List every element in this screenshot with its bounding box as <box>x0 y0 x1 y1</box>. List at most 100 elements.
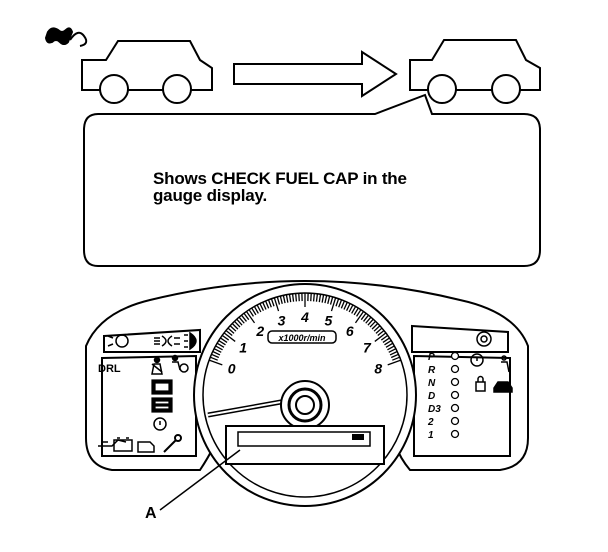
headlight-icon <box>107 334 129 348</box>
callout-line-1: Shows CHECK FUEL CAP in the <box>153 169 407 188</box>
gear-label: N <box>428 378 436 389</box>
tach-tick <box>212 350 221 356</box>
tach-tick <box>285 294 289 303</box>
tach-tick <box>330 297 337 312</box>
tach-tick <box>387 359 402 366</box>
tach-tick <box>327 295 331 304</box>
tach-tick <box>273 297 280 312</box>
tach-tick <box>256 304 262 313</box>
tach-tick <box>259 303 265 311</box>
tach-tick <box>243 312 250 321</box>
tach-label: 1 <box>239 340 247 356</box>
arrow-right-icon <box>233 50 398 98</box>
tach-tick <box>267 299 272 308</box>
tach-tick <box>382 337 390 343</box>
tach-tick <box>291 293 295 302</box>
tach-tick <box>288 294 292 303</box>
drl-indicator: DRL <box>98 363 121 375</box>
oil-pressure-icon <box>98 439 127 447</box>
tach-tick <box>343 301 348 310</box>
gear-lamp <box>450 377 460 387</box>
tach-tick <box>215 345 223 351</box>
tach-label: 5 <box>325 313 333 329</box>
gear-lamp <box>450 364 460 374</box>
callout-box <box>83 93 541 267</box>
tach-tick <box>245 311 256 324</box>
callout-line-2: gauge display. <box>153 186 268 205</box>
gear-lamp <box>450 403 460 413</box>
tach-tick <box>233 320 241 328</box>
brake-icon <box>153 417 167 431</box>
tach-tick <box>236 318 243 326</box>
tach-tick <box>223 332 236 342</box>
tach-tick <box>360 312 367 321</box>
tach-tick <box>240 314 247 322</box>
warning-icon <box>470 353 484 367</box>
lock-icon <box>475 375 486 392</box>
tach-tick <box>295 293 298 302</box>
tach-tick <box>373 325 381 332</box>
gear-lamp <box>450 390 460 400</box>
tach-tick <box>270 298 275 307</box>
tach-tick <box>220 337 228 343</box>
gear-label: R <box>428 365 436 376</box>
tach-tick <box>353 307 359 316</box>
tach-label: 7 <box>363 340 372 356</box>
tach-label: 0 <box>228 360 236 376</box>
car-icon <box>81 40 213 104</box>
battery-icon <box>113 437 133 452</box>
person-icon <box>501 355 510 373</box>
tach-tick <box>345 303 351 311</box>
tach-tick <box>213 348 222 353</box>
tach-tick <box>385 342 394 348</box>
tach-unit: x1000r/min <box>277 333 326 343</box>
tach-tick <box>208 359 223 366</box>
tach-tick <box>351 306 357 314</box>
tach-tick <box>365 316 372 324</box>
airbag-icon <box>171 354 189 373</box>
tach-tick <box>375 327 383 334</box>
tach-tick <box>251 307 257 316</box>
gear-label: 2 <box>427 417 434 428</box>
callout-label-a: A <box>145 505 157 522</box>
car-icon <box>409 39 541 104</box>
tach-tick <box>216 342 225 348</box>
tpms-icon <box>476 331 492 347</box>
tach-tick <box>279 295 283 304</box>
tach-tick <box>211 353 220 359</box>
callout-leader-line <box>159 449 241 511</box>
tach-tick <box>369 320 377 328</box>
tach-tick <box>354 311 365 324</box>
tach-tick <box>218 340 226 346</box>
tach-tick <box>348 304 354 313</box>
gear-lamp <box>450 351 460 361</box>
seatbelt-icon <box>151 356 163 375</box>
tach-tick <box>335 298 340 307</box>
gear-label: D <box>428 391 435 402</box>
fuel-cap-icon <box>44 27 88 47</box>
tach-tick <box>210 356 218 361</box>
tach-tick-marks <box>208 293 402 366</box>
tach-tick <box>231 323 239 330</box>
tach-tick <box>282 295 286 304</box>
tach-tick <box>363 314 370 322</box>
fog-light-icon <box>154 335 180 347</box>
tach-tick <box>329 296 334 305</box>
tach-tick <box>388 348 397 353</box>
tach-tick <box>248 309 255 317</box>
gear-lamp <box>450 429 460 439</box>
tach-label: 4 <box>300 309 309 325</box>
tach-tick <box>338 299 343 308</box>
tach-tick <box>387 345 395 351</box>
tach-tick <box>371 323 379 330</box>
gear-label: P <box>428 352 435 363</box>
tach-tick <box>392 356 400 361</box>
tach-tick <box>380 334 389 341</box>
tach-tick <box>321 294 325 303</box>
tach-tick <box>390 353 399 359</box>
tach-tick <box>318 294 322 303</box>
tach-tick <box>262 301 267 310</box>
tach-tick <box>225 329 233 337</box>
